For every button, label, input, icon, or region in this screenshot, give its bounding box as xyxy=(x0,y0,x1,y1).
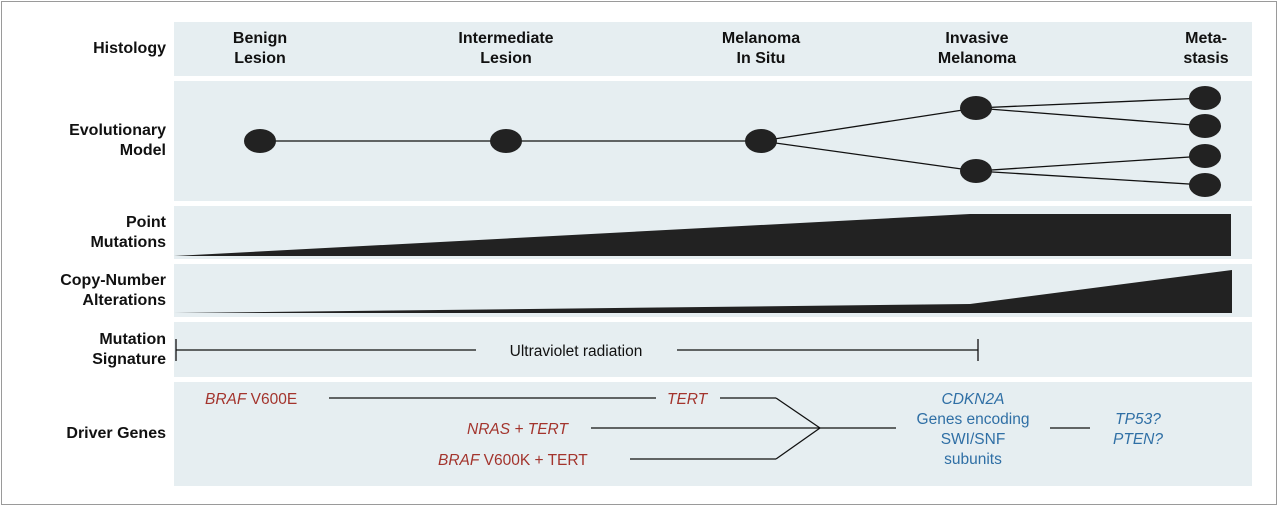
uv-signature-label: Ultraviolet radiation xyxy=(510,343,643,360)
tree-node-in-situ xyxy=(745,129,777,153)
row-label-driver-genes: Driver Genes xyxy=(66,425,166,442)
uv-signature-bracket xyxy=(175,339,979,361)
driver-swi-snf: SWI/SNF xyxy=(941,431,1006,448)
band-histology xyxy=(174,22,1252,76)
tree-node-invasive-upper xyxy=(960,96,992,120)
driver-pten: PTEN? xyxy=(1113,431,1163,448)
tree-edge xyxy=(760,140,977,172)
tree-node-metastasis-1 xyxy=(1189,86,1221,110)
driver-connectors xyxy=(329,397,1090,460)
tree-edge xyxy=(760,107,977,142)
row-label-histology: Histology xyxy=(93,40,166,57)
driver-cdkn2a: CDKN2A xyxy=(942,391,1005,408)
tree-node-metastasis-4 xyxy=(1189,173,1221,197)
copy-number-wedge xyxy=(174,270,1232,313)
driver-tert: TERT xyxy=(667,391,709,408)
tree-node-metastasis-3 xyxy=(1189,144,1221,168)
tree-node-metastasis-2 xyxy=(1189,114,1221,138)
driver-genes-encoding: Genes encoding xyxy=(917,411,1030,428)
driver-braf-v600k-tert: BRAF V600K + TERT xyxy=(438,452,588,469)
tree-node-intermediate xyxy=(490,129,522,153)
driver-nras-tert: NRAS + TERT xyxy=(467,421,569,438)
evolutionary-tree xyxy=(260,97,1206,186)
driver-braf-v600e: BRAF V600E xyxy=(205,391,297,408)
driver-tp53: TP53? xyxy=(1115,411,1161,428)
tree-edge xyxy=(975,107,1206,127)
tree-node-benign xyxy=(244,129,276,153)
tree-edge xyxy=(975,170,1206,186)
tree-node-invasive-lower xyxy=(960,159,992,183)
point-mutations-wedge xyxy=(174,214,1231,256)
tree-edge xyxy=(975,97,1206,109)
driver-subunits: subunits xyxy=(944,451,1002,468)
tree-edge xyxy=(975,155,1206,172)
band-driver-genes xyxy=(174,382,1252,486)
stage-metastasis: Meta-stasis xyxy=(1183,30,1229,67)
